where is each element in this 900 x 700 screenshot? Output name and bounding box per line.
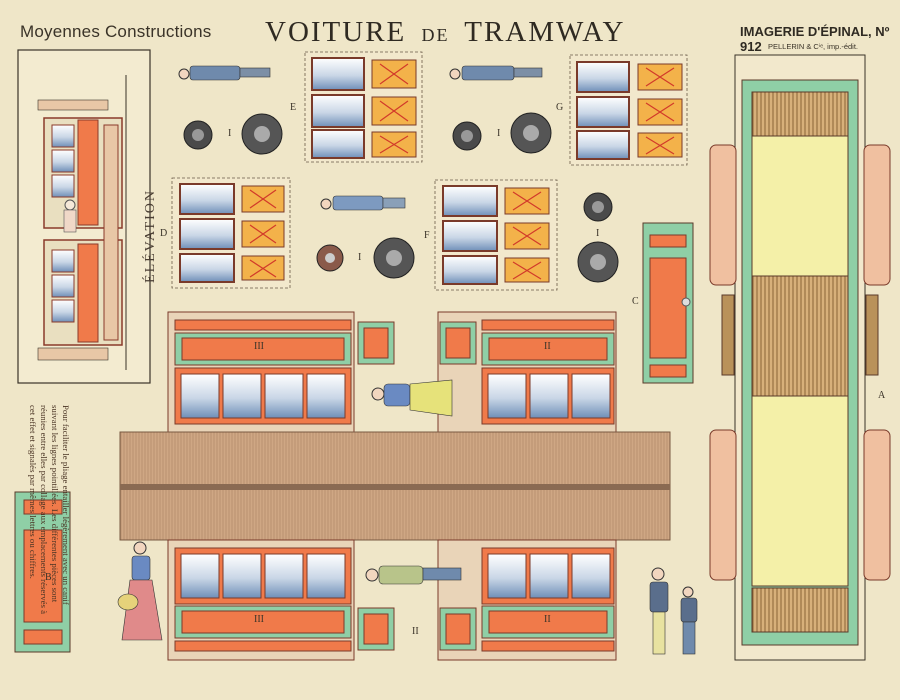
figure-passenger-green-coat [365,565,462,585]
header-series-label: Moyennes Constructions [20,22,212,41]
piece-letter-a: A [878,390,886,401]
figure-conductor-top-right [449,65,543,81]
window-sheet-d [171,177,291,289]
piece-letter-g: G [556,102,564,113]
wall-label-iii-bottom: III [254,614,264,625]
wheel-letter-2: I [497,128,501,139]
end-panel-b [14,491,71,653]
figure-conductor-top [178,65,271,81]
side-wall-bottom [167,539,617,661]
wall-label-ii-top: II [544,341,551,352]
wheel-letter-4: I [596,228,600,239]
end-panel-c [642,222,694,384]
window-sheet-g [569,54,688,166]
piece-letter-e: E [290,102,297,113]
piece-letter-b: B [45,572,52,583]
window-sheet-e [304,51,423,163]
window-sheet-f [434,179,558,291]
elevation-label: ÉLÉVATION [143,189,158,283]
piece-letter-d: D [160,228,168,239]
elevation-panel [17,49,151,384]
wheel-pair-middle [316,237,415,279]
wheel-pair-right [452,112,552,154]
wheel-letter-1: I [228,128,232,139]
page-title: VOITURE DE TRAMWAY [265,16,625,49]
wall-label-ii-side: II [412,626,419,637]
side-wall-top [167,311,617,433]
title-word-de: DE [421,25,450,45]
assembly-instructions: Pour faciliter le pliage entailler légèr… [28,405,71,615]
wheel-pair-left [183,113,283,155]
roof-panel [119,431,671,541]
figure-woman-yellow-dress [371,379,453,417]
chassis-a [709,54,891,661]
figure-man-and-boy [649,567,698,655]
imprint-label: IMAGERIE D'ÉPINAL, Nº 912 [740,24,890,54]
piece-letter-f: F [424,230,430,241]
figure-driver-middle [320,195,406,211]
piece-letter-c: C [632,296,639,307]
wheel-pair-far-right [577,192,619,283]
wall-label-ii-bottom: II [544,614,551,625]
publisher-label: PELLERIN & Cⁱᵉ, imp.-édit. [768,42,858,51]
figure-woman-basket [117,541,163,641]
title-word-tramway: TRAMWAY [464,16,626,48]
wheel-letter-3: I [358,252,362,263]
wall-label-iii-top: III [254,341,264,352]
title-word-voiture: VOITURE [265,16,407,48]
